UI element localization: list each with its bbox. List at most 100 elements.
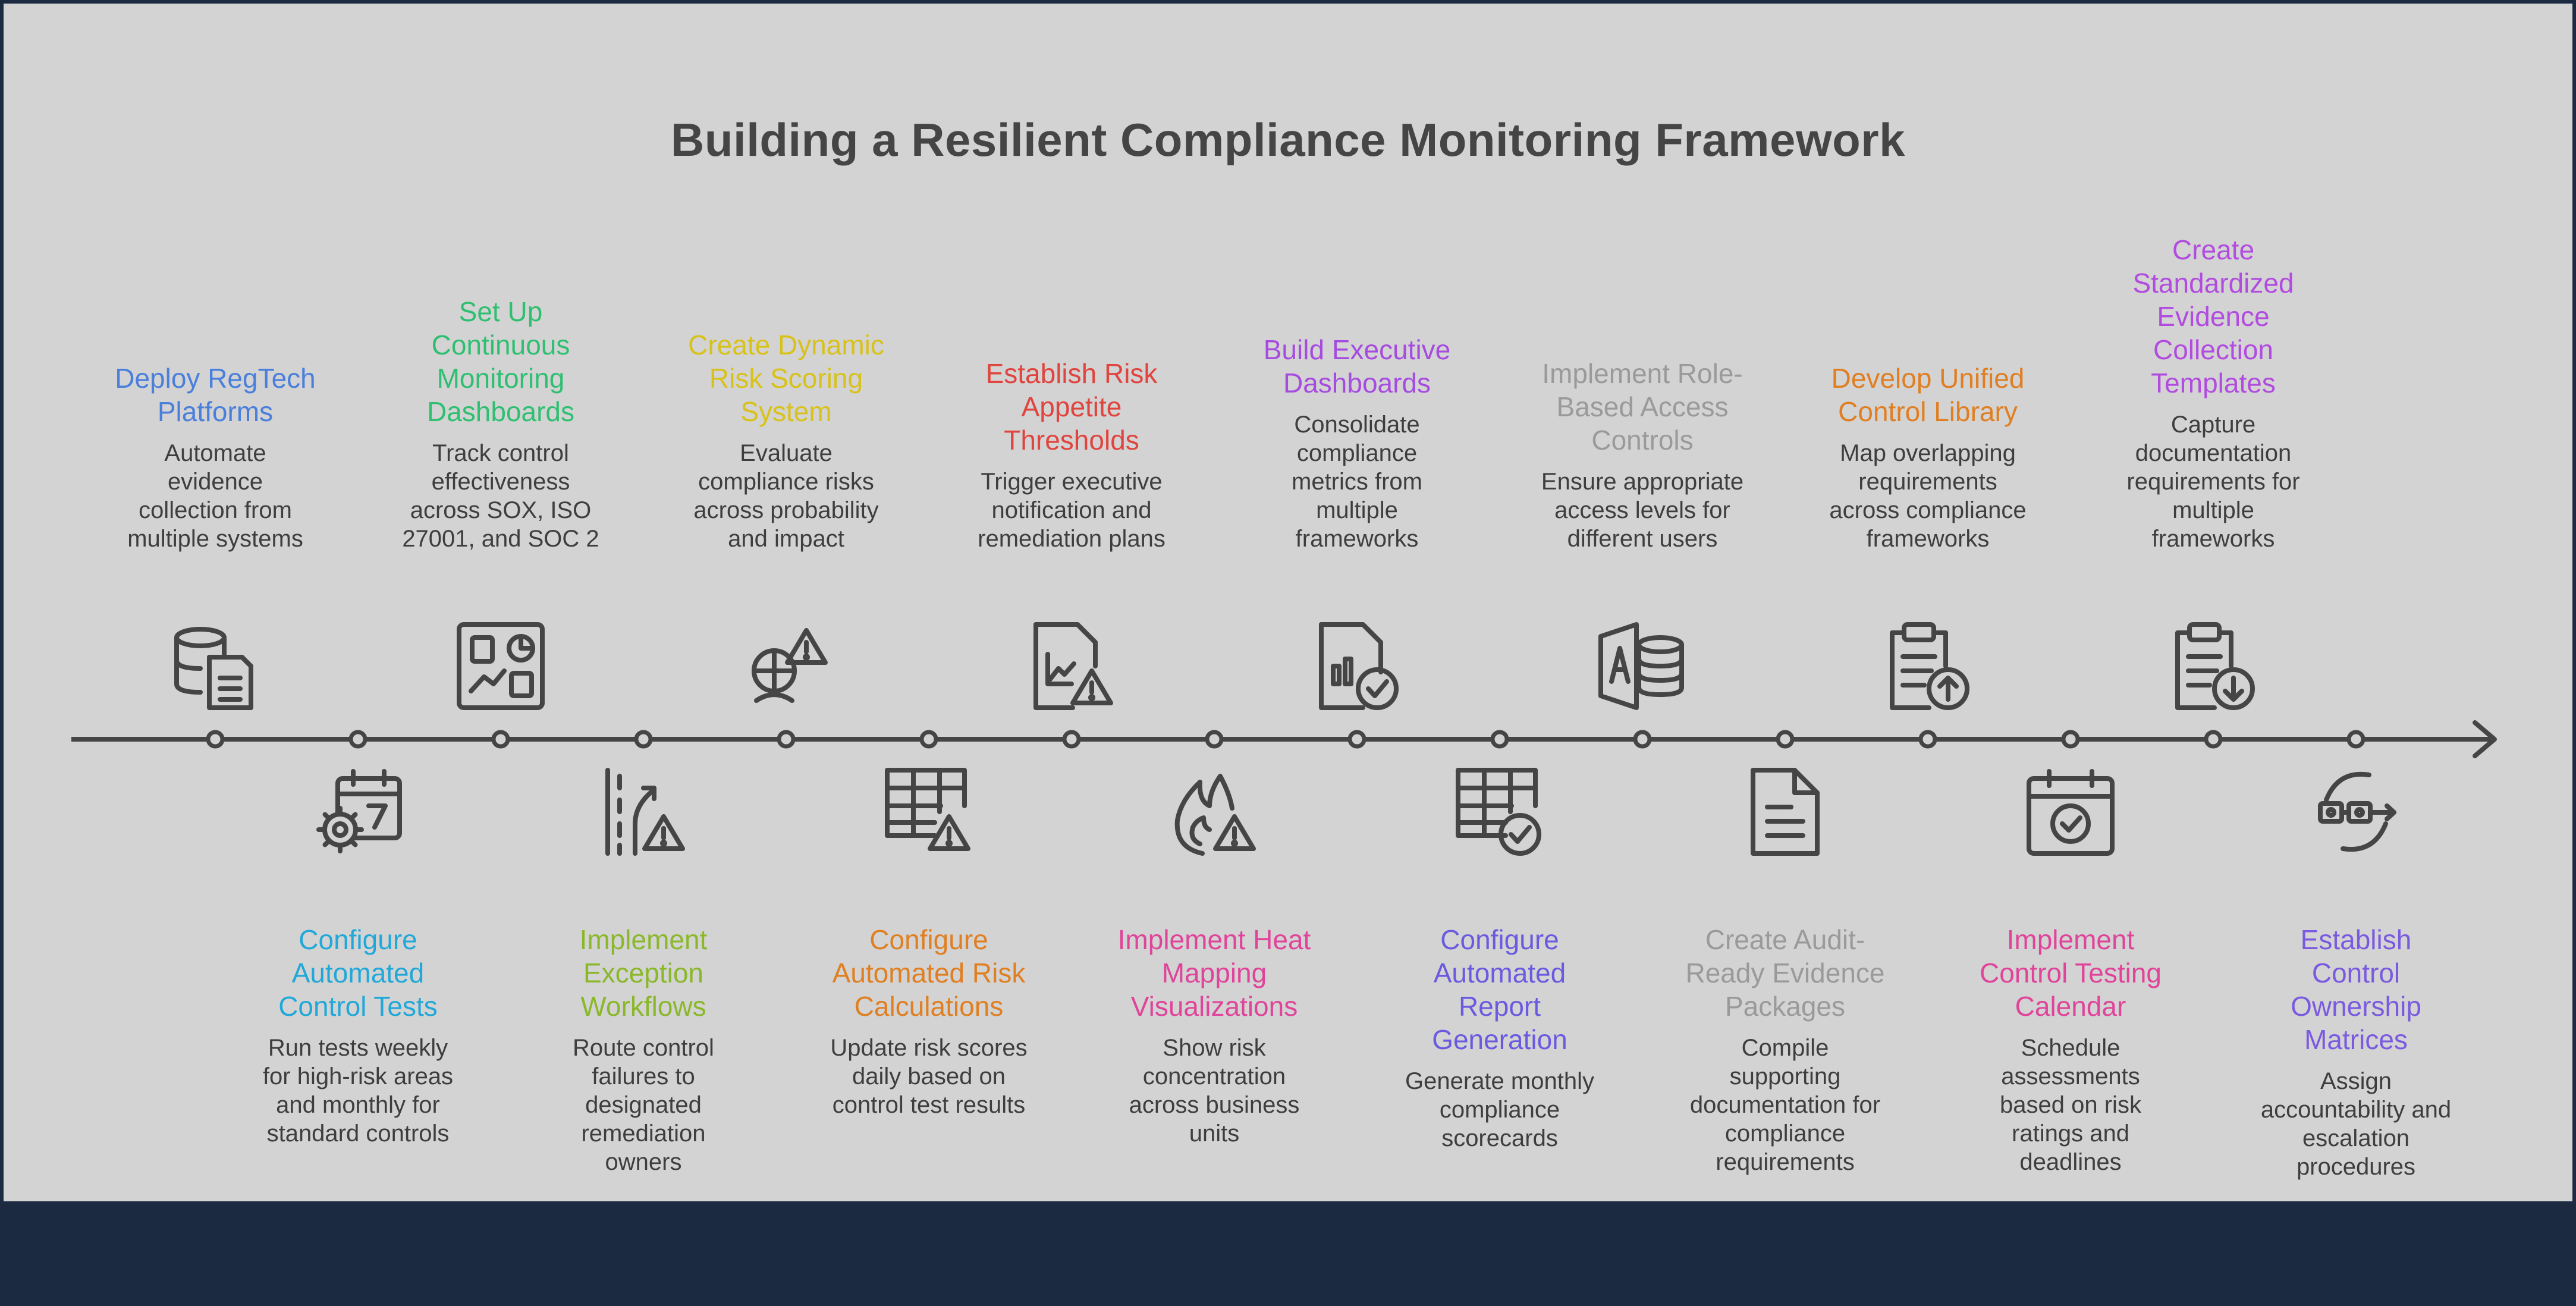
step-description-line: and monthly for (276, 1092, 440, 1118)
step-title-line: Packages (1724, 991, 1845, 1022)
step-description-line: Route control (573, 1035, 714, 1061)
step-title-line: Control (2311, 957, 2401, 988)
step-description-line: units (1189, 1120, 1240, 1147)
step-description-line: Compile (1741, 1035, 1829, 1061)
step-title-line: Continuous (431, 329, 570, 360)
gear-calendar-icon (316, 769, 402, 853)
step-description-line: Automate (164, 440, 266, 466)
step-description-line: across SOX, ISO (410, 497, 592, 523)
step-description-line: requirements (1858, 469, 1997, 495)
step-description-line: evidence (167, 469, 263, 495)
step-description-line: for high-risk areas (262, 1063, 454, 1090)
step-description-line: multiple (2172, 497, 2254, 523)
step-title-line: Thresholds (1004, 425, 1139, 456)
step-title-line: Appetite (1021, 391, 1122, 422)
step-title-line: Dashboards (1283, 368, 1431, 398)
step-description-line: Generate monthly (1405, 1068, 1594, 1094)
step-title-line: Ready Evidence (1685, 957, 1885, 988)
calendar-check-icon (2027, 769, 2115, 856)
step-title-line: Risk Scoring (709, 363, 863, 394)
step-description-line: remediation plans (978, 526, 1166, 552)
timeline-arrowhead (2473, 720, 2497, 758)
diagram-title: Building a Resilient Compliance Monitori… (671, 114, 1905, 166)
step-title-line: Configure (299, 924, 417, 955)
step-title-line: Report (1458, 991, 1541, 1022)
timeline-node (1490, 730, 1509, 749)
timeline-node (919, 730, 938, 749)
step-description-line: requirements for (2126, 469, 2300, 495)
step-title-line: Control Library (1838, 396, 2018, 427)
step-title-line: System (740, 396, 832, 427)
step-title-line: Monitoring (436, 363, 565, 394)
step-description-line: Assign (2320, 1068, 2392, 1094)
step-description-line: different users (1567, 526, 1718, 552)
step-description-line: access levels for (1554, 497, 1730, 523)
step-description-line: Schedule (2021, 1035, 2121, 1061)
step-description-line: across business (1129, 1092, 1300, 1118)
step-title-line: Build Executive (1263, 334, 1451, 365)
timeline-node (1062, 730, 1081, 749)
step-description-line: standard controls (266, 1120, 450, 1147)
step-title-line: Matrices (2304, 1024, 2408, 1055)
step-description-line: effectiveness (431, 469, 570, 495)
step-title-line: Implement Heat (1117, 924, 1311, 955)
timeline-node (1347, 730, 1366, 749)
step-description-line: Capture (2170, 412, 2256, 438)
step-description-line: ratings and (2012, 1120, 2129, 1147)
timeline-node (777, 730, 796, 749)
timeline-node (2061, 730, 2080, 749)
clipboard-download-icon (2175, 622, 2255, 710)
step-description-line: multiple systems (127, 526, 303, 552)
step-title-line: Calculations (854, 991, 1004, 1022)
step-description-line: Consolidate (1294, 412, 1420, 438)
ownership-chain-icon (2318, 771, 2396, 852)
step-title-line: Controls (1591, 425, 1694, 456)
timeline-node (206, 730, 225, 749)
step-description-line: metrics from (1292, 469, 1422, 495)
step-description-line: across compliance (1829, 497, 2027, 523)
step-description-line: owners (605, 1149, 682, 1175)
step-title-line: Dashboards (426, 396, 575, 427)
step-title-line: Set Up (458, 296, 543, 327)
step-description-line: procedures (2296, 1154, 2416, 1180)
step-title-line: Implement (2006, 924, 2135, 955)
step-description-line: assessments (2001, 1063, 2140, 1090)
step-title-line: Evidence (2157, 301, 2270, 332)
timeline-node (1205, 730, 1224, 749)
step-description-line: compliance (1724, 1120, 1846, 1147)
step-description-line: daily based on (852, 1063, 1006, 1090)
footer-band (0, 1201, 2576, 1306)
step-title-line: Control Tests (278, 991, 438, 1022)
step-description-line: Run tests weekly (268, 1035, 448, 1061)
step-description-line: 27001, and SOC 2 (402, 526, 599, 552)
step-description-line: frameworks (2151, 526, 2275, 552)
step-title-line: Automated (291, 957, 425, 988)
step-title-line: Workflows (580, 991, 706, 1022)
step-title-line: Deploy RegTech (115, 363, 316, 394)
step-title-line: Create Audit- (1705, 924, 1865, 955)
step-description-line: escalation (2302, 1125, 2410, 1151)
step-description-line: frameworks (1295, 526, 1419, 552)
step-title-line: Standardized (2132, 268, 2294, 299)
database-document-icon (174, 627, 253, 710)
step-title-line: Implement (579, 924, 708, 955)
